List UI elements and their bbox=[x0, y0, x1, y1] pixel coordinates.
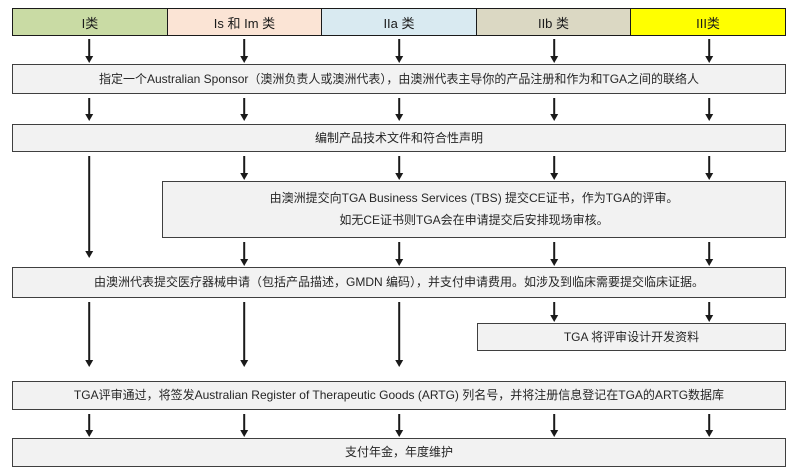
device-class-header-row: I类 Is 和 Im 类 IIa 类 IIb 类 III类 bbox=[12, 8, 786, 36]
step-artg-listing-box: TGA评审通过，将签发Australian Register of Therap… bbox=[12, 381, 786, 410]
arrow-down-icon bbox=[708, 98, 710, 114]
class-label-is-im: Is 和 Im 类 bbox=[213, 15, 276, 31]
class-label-iia: IIa 类 bbox=[383, 15, 415, 31]
arrow-down-icon bbox=[708, 414, 710, 430]
step-tbs-text-line1: 由澳洲提交向TGA Business Services (TBS) 提交CE证书… bbox=[269, 191, 679, 206]
arrow-down-icon bbox=[243, 156, 245, 173]
arrow-down-icon bbox=[553, 156, 555, 173]
step-tbs-box: 由澳洲提交向TGA Business Services (TBS) 提交CE证书… bbox=[162, 181, 786, 238]
arrow-down-icon bbox=[243, 98, 245, 114]
arrow-down-icon bbox=[553, 39, 555, 56]
step-tbs-text-line2: 如无CE证书则TGA会在申请提交后安排现场审核。 bbox=[339, 212, 609, 227]
arrow-down-icon bbox=[553, 242, 555, 259]
step-tech-file-text: 编制产品技术文件和符合性声明 bbox=[314, 130, 483, 145]
class-cell-is-im: Is 和 Im 类 bbox=[166, 8, 323, 36]
arrow-down-icon bbox=[243, 414, 245, 430]
arrow-down-icon bbox=[243, 39, 245, 56]
step-application-box: 由澳洲代表提交医疗器械申请（包括产品描述，GMDN 编码），并支付申请费用。如涉… bbox=[12, 267, 786, 298]
arrow-down-icon bbox=[553, 414, 555, 430]
arrow-down-icon bbox=[398, 414, 400, 430]
arrow-down-icon bbox=[88, 39, 90, 56]
arrow-down-icon bbox=[553, 98, 555, 114]
arrow-down-icon bbox=[398, 39, 400, 56]
arrow-down-icon bbox=[708, 302, 710, 315]
step-design-review-box: TGA 将评审设计开发资料 bbox=[477, 323, 786, 351]
class-cell-iia: IIa 类 bbox=[321, 8, 477, 36]
step-sponsor-text: 指定一个Australian Sponsor（澳洲负责人或澳洲代表），由澳洲代表… bbox=[98, 71, 700, 86]
class-cell-iib: IIb 类 bbox=[475, 8, 632, 36]
arrow-down-icon bbox=[708, 242, 710, 259]
step-sponsor-box: 指定一个Australian Sponsor（澳洲负责人或澳洲代表），由澳洲代表… bbox=[12, 64, 786, 94]
step-annual-fee-text: 支付年金，年度维护 bbox=[344, 445, 453, 459]
step-tech-file-box: 编制产品技术文件和符合性声明 bbox=[12, 124, 786, 152]
arrow-down-icon bbox=[398, 242, 400, 259]
arrow-down-bypass-icon bbox=[88, 302, 90, 360]
arrow-down-icon bbox=[398, 98, 400, 114]
arrow-down-bypass-icon bbox=[398, 302, 400, 360]
arrow-down-icon bbox=[243, 242, 245, 259]
arrow-down-icon bbox=[88, 414, 90, 430]
arrow-down-bypass-icon bbox=[243, 302, 245, 360]
step-artg-listing-text: TGA评审通过，将签发Australian Register of Therap… bbox=[73, 388, 725, 402]
class-cell-i: I类 bbox=[12, 8, 168, 36]
class-label-i: I类 bbox=[81, 15, 99, 31]
class-label-iib: IIb 类 bbox=[537, 15, 570, 31]
arrow-down-bypass-icon bbox=[88, 156, 90, 251]
arrow-down-icon bbox=[708, 156, 710, 173]
step-application-text: 由澳洲代表提交医疗器械申请（包括产品描述，GMDN 编码），并支付申请费用。如涉… bbox=[93, 275, 704, 289]
arrow-down-icon bbox=[708, 39, 710, 56]
step-design-review-text: TGA 将评审设计开发资料 bbox=[563, 329, 700, 344]
arrow-down-icon bbox=[398, 156, 400, 173]
arrow-down-icon bbox=[88, 98, 90, 114]
class-label-iii: III类 bbox=[696, 15, 720, 31]
class-cell-iii: III类 bbox=[630, 8, 786, 36]
step-annual-fee-box: 支付年金，年度维护 bbox=[12, 438, 786, 467]
arrow-down-icon bbox=[553, 302, 555, 315]
